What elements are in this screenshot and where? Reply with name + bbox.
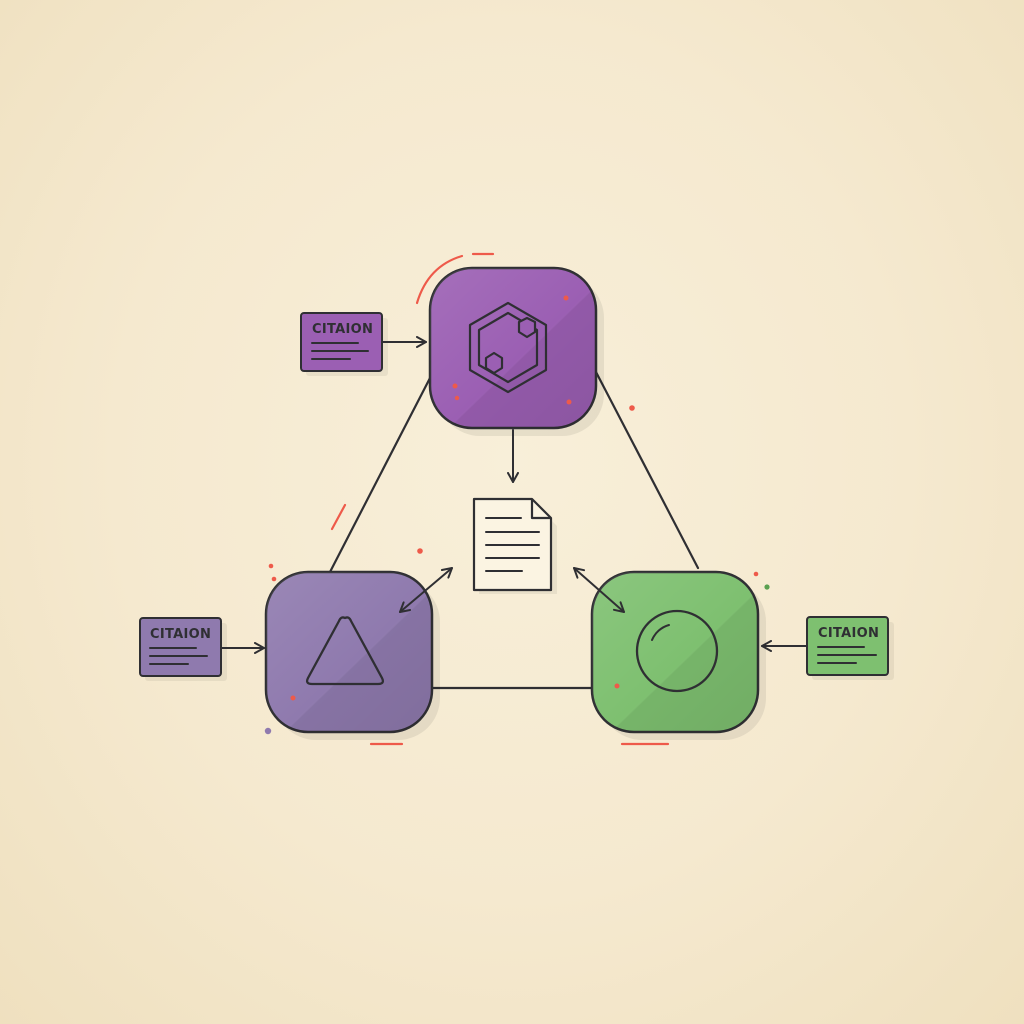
citation-card-bottom-left[interactable]: CITAION bbox=[139, 617, 227, 681]
connector-lines bbox=[328, 370, 700, 690]
top-node[interactable] bbox=[428, 266, 604, 436]
document-icon bbox=[485, 517, 540, 572]
accent-arc-top bbox=[415, 254, 464, 305]
citation-label: CITAION bbox=[150, 627, 211, 642]
hexagon-network-icon bbox=[468, 301, 548, 394]
document[interactable] bbox=[472, 497, 557, 594]
citation-label: CITAION bbox=[818, 626, 879, 641]
decorative-accents bbox=[330, 252, 670, 746]
edge-top-right bbox=[594, 370, 700, 570]
left-node[interactable] bbox=[264, 570, 440, 740]
citation-arrows bbox=[220, 336, 807, 654]
citation-label: CITAION bbox=[312, 322, 373, 337]
right-node[interactable] bbox=[590, 570, 766, 740]
document-arrows bbox=[399, 429, 625, 613]
circle-icon bbox=[635, 609, 719, 693]
citation-card-right[interactable]: CITAION bbox=[806, 616, 894, 680]
edge-top-left bbox=[328, 376, 432, 574]
arrow-document-left-bidirectional bbox=[399, 567, 453, 613]
decorative-dots bbox=[264, 405, 770, 735]
triangle-icon bbox=[305, 616, 385, 686]
citation-card-top-left[interactable]: CITAION bbox=[300, 312, 388, 376]
arrow-document-right-bidirectional bbox=[573, 567, 625, 613]
accent-dash-left bbox=[330, 503, 347, 531]
